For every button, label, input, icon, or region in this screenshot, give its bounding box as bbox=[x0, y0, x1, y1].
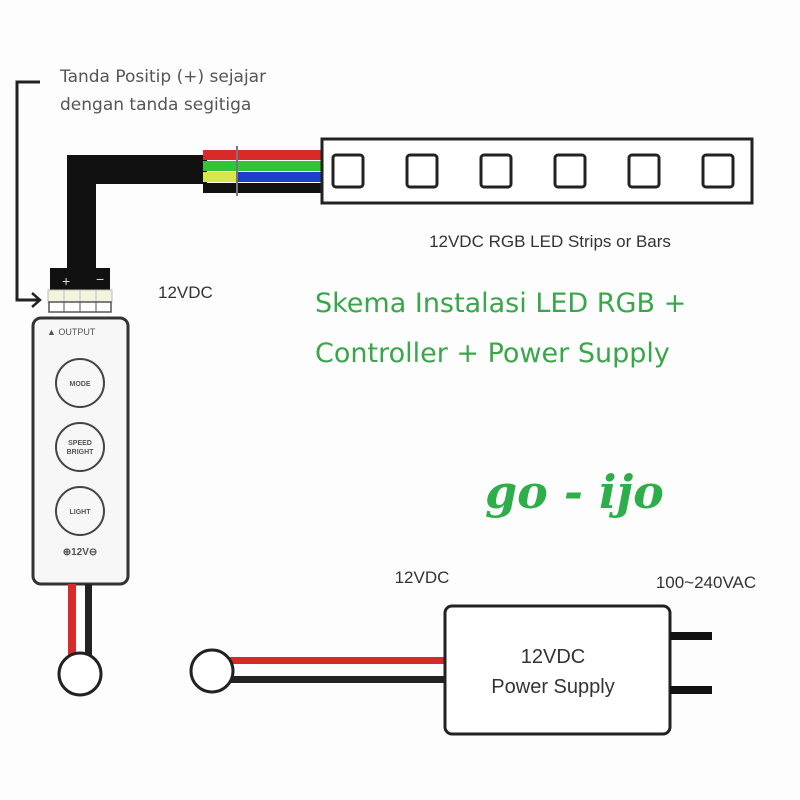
led-strip bbox=[320, 137, 754, 205]
psu-output-voltage-label: 12VDC bbox=[395, 568, 450, 587]
controller-button-speed-bright[interactable]: SPEED BRIGHT bbox=[55, 422, 105, 472]
controller-dc-jack[interactable] bbox=[57, 651, 103, 697]
psu-box-line-1: 12VDC bbox=[521, 646, 585, 668]
annotation-line-2: dengan tanda segitiga bbox=[60, 95, 251, 115]
button-light-label: LIGHT bbox=[70, 509, 92, 516]
ac-plug-prongs[interactable] bbox=[670, 632, 712, 694]
title-line-2: Controller + Power Supply bbox=[315, 338, 670, 369]
connector-head: + − bbox=[47, 268, 113, 313]
annotation-line-1: Tanda Positip (+) sejajar bbox=[59, 67, 266, 87]
wire-segment-right bbox=[237, 161, 323, 171]
button-mode-label: MODE bbox=[70, 381, 91, 388]
controller-output-label: ▲ OUTPUT bbox=[47, 327, 96, 337]
wire-segment-right bbox=[237, 183, 323, 193]
psu-output-wires bbox=[230, 657, 445, 683]
power-supply-box bbox=[443, 604, 672, 736]
wire-segment-left bbox=[203, 172, 237, 182]
wire-segment-right bbox=[237, 150, 323, 160]
psu-input-voltage-label: 100~240VAC bbox=[656, 573, 756, 592]
led-chips bbox=[331, 153, 735, 189]
led-strip-label: 12VDC RGB LED Strips or Bars bbox=[429, 232, 671, 251]
wire-segment-left bbox=[203, 183, 237, 193]
psu-box-line-2: Power Supply bbox=[491, 676, 614, 698]
led-chip bbox=[479, 153, 513, 189]
controller-voltage-label: 12VDC bbox=[158, 283, 213, 302]
rgb-wires bbox=[203, 150, 323, 193]
wire-segment-left bbox=[203, 150, 237, 160]
wire-segment-right bbox=[237, 172, 323, 182]
connector-minus-label: − bbox=[96, 271, 104, 287]
controller-button-mode[interactable]: MODE bbox=[55, 358, 105, 408]
controller-power-label: ⊕12V⊖ bbox=[63, 547, 98, 558]
controller-button-light[interactable]: LIGHT bbox=[55, 486, 105, 536]
wire-segment-left bbox=[203, 161, 237, 171]
button-bright-label: BRIGHT bbox=[67, 449, 95, 456]
led-chip bbox=[553, 153, 587, 189]
annotation-arrow bbox=[15, 80, 42, 308]
controller-power-wires bbox=[68, 584, 92, 656]
brand-logo: go - ijo bbox=[485, 465, 664, 519]
controller-cable bbox=[67, 155, 207, 275]
led-chip bbox=[405, 153, 439, 189]
title-line-1: Skema Instalasi LED RGB + bbox=[315, 288, 686, 319]
connector-plus-label: + bbox=[62, 273, 70, 289]
button-speed-label: SPEED bbox=[68, 440, 92, 447]
led-chip bbox=[627, 153, 661, 189]
led-chip bbox=[331, 153, 365, 189]
led-chip bbox=[701, 153, 735, 189]
psu-dc-plug[interactable] bbox=[189, 648, 235, 694]
